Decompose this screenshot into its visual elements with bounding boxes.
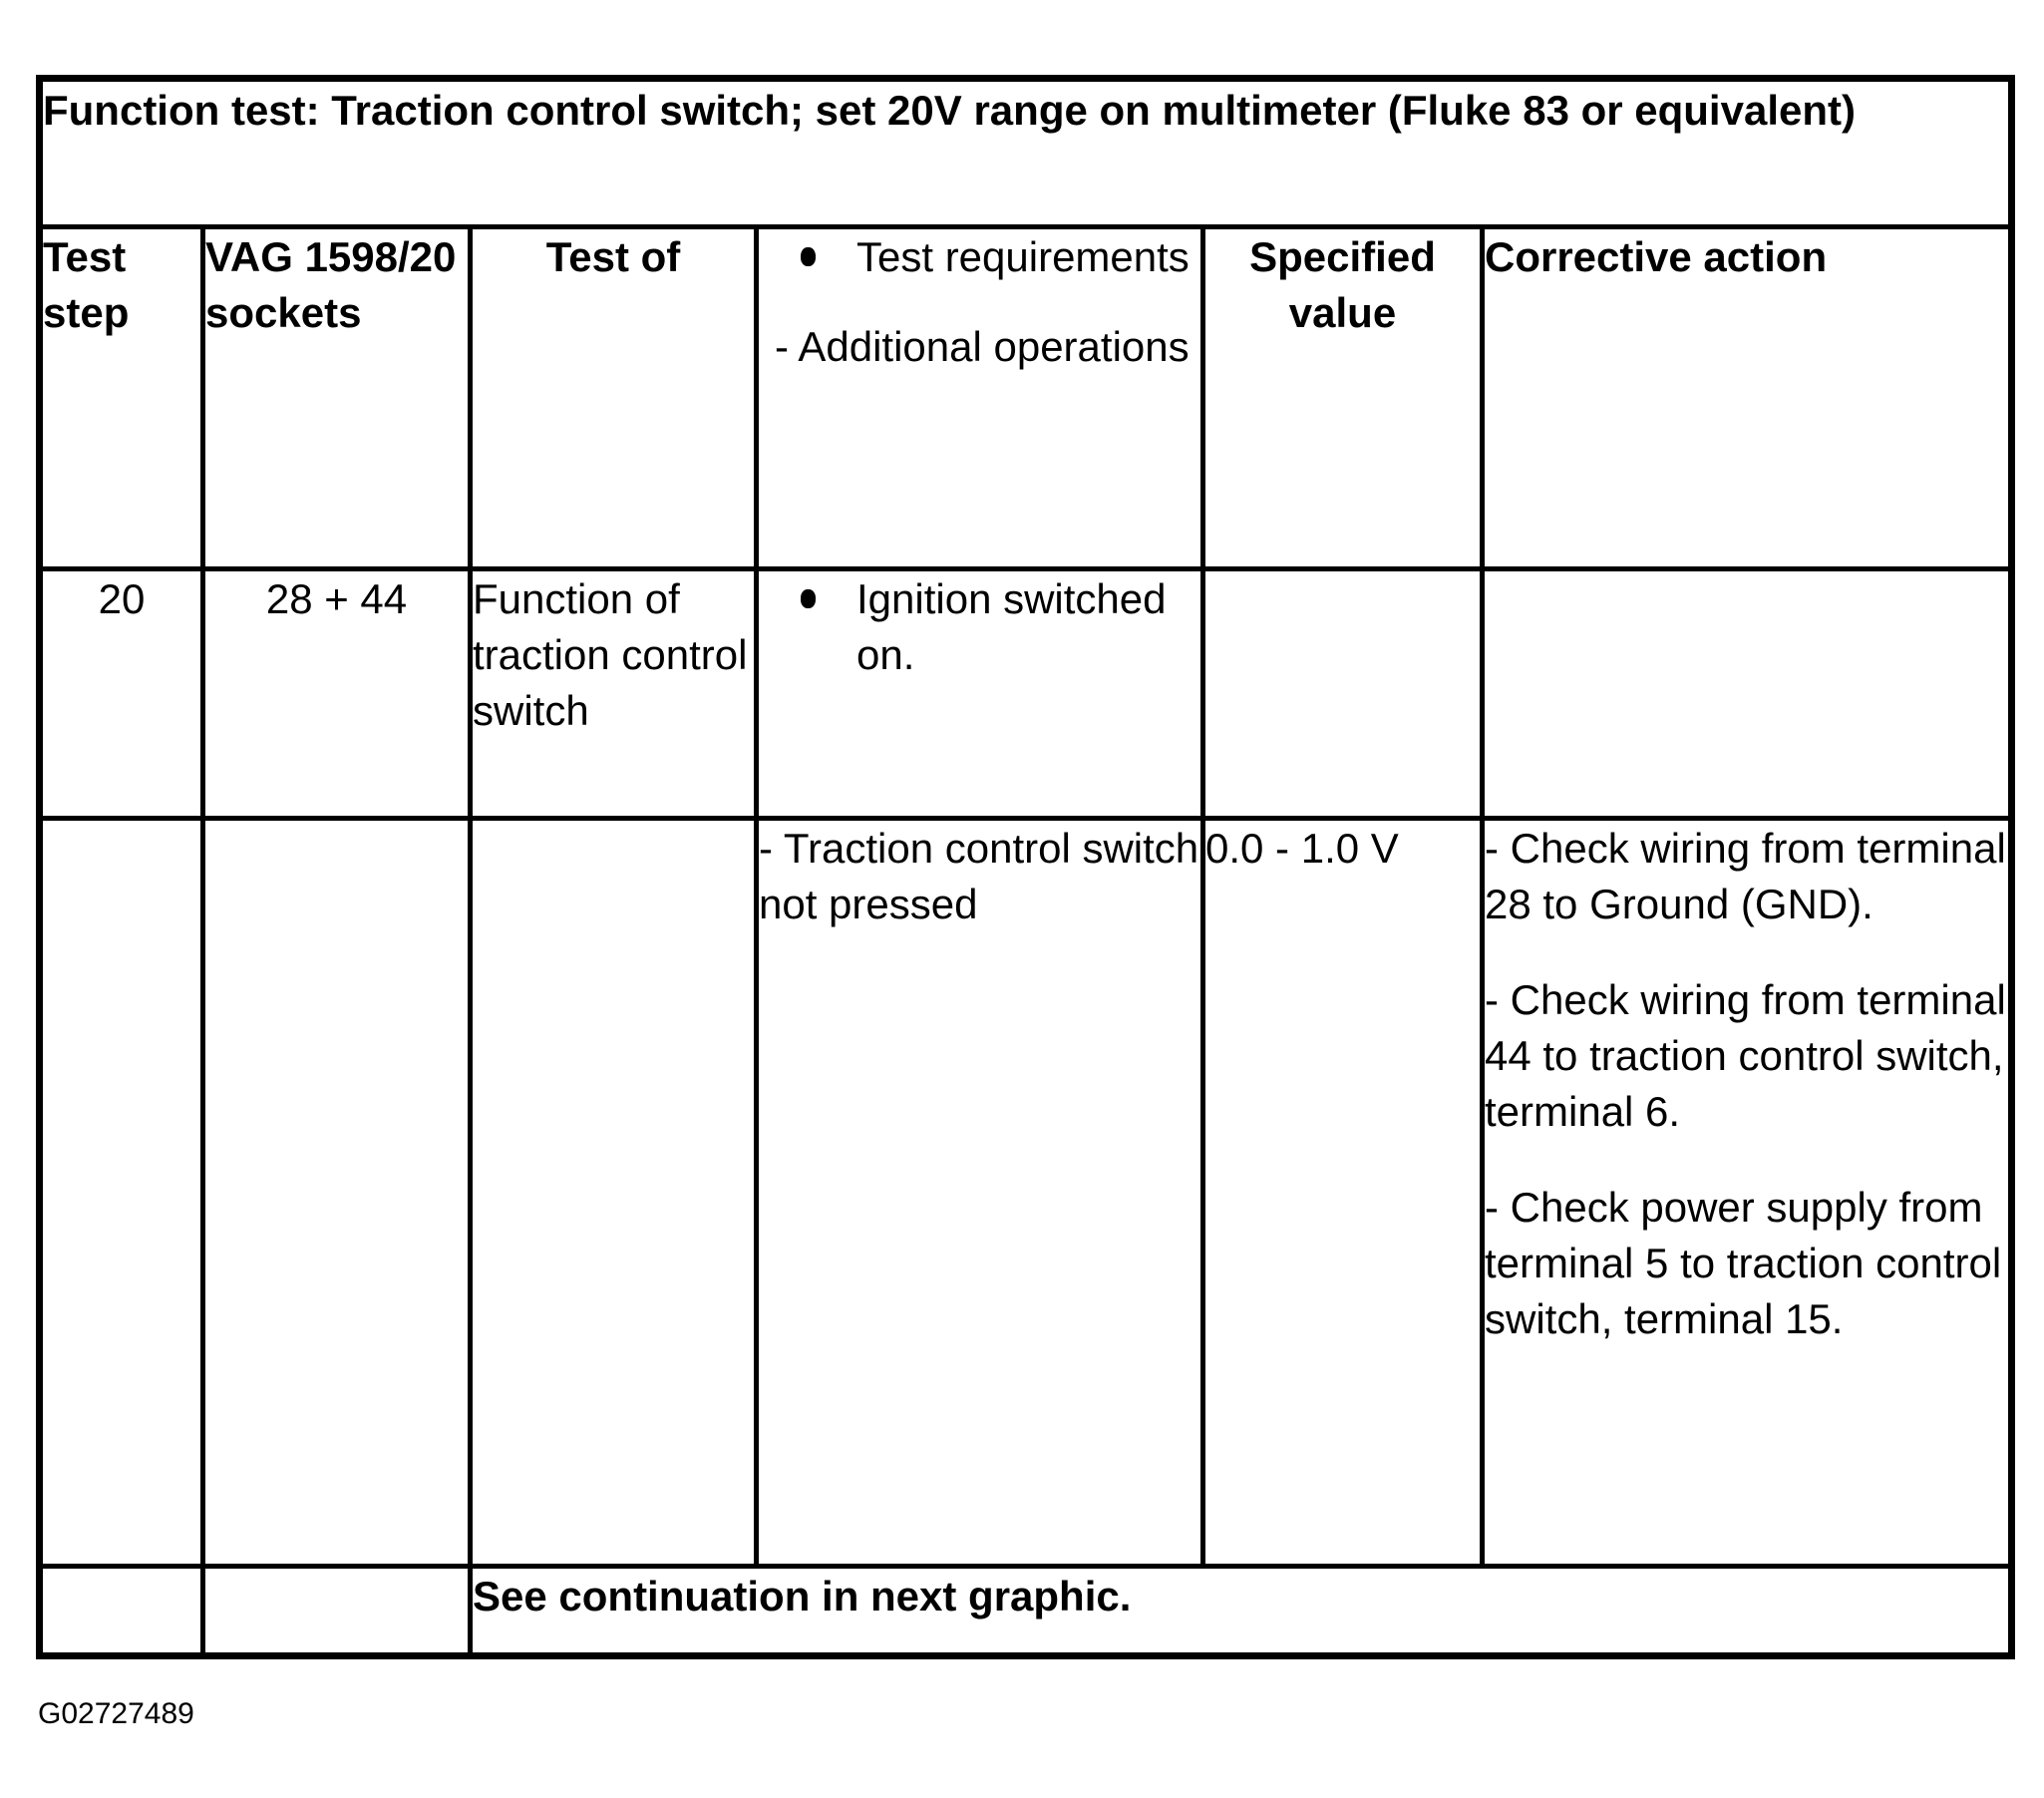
cell-footer-sockets-empty (200, 1564, 473, 1658)
ignition-bullet-item: Ignition switched on. (762, 574, 1198, 684)
bullet-icon (801, 247, 816, 266)
footer-row: See continuation in next graphic. (37, 1564, 2015, 1658)
bullet-icon (801, 589, 816, 608)
requirements-bullet-item: Test requirements (762, 232, 1198, 286)
cell-corrective-actions: - Check wiring from terminal 28 to Groun… (1479, 816, 2015, 1569)
function-test-table: Function test: Traction control switch; … (36, 75, 2016, 1659)
cell-sockets-empty (200, 816, 473, 1569)
continuation-note: See continuation in next graphic. (467, 1564, 2015, 1658)
col-header-test-of: Test of (468, 224, 759, 571)
cell-test-requirement: Ignition switched on. (754, 566, 1205, 821)
corrective-action-item: - Check power supply from terminal 5 to … (1485, 1184, 2002, 1342)
cell-test-step: 20 (37, 566, 205, 821)
additional-operations-label: - Additional operations (775, 323, 1190, 370)
title-row: Function test: Traction control switch; … (36, 76, 2015, 229)
requirements-bullet-label: Test requirements (856, 233, 1190, 280)
cell-test-of: Function of traction control switch (468, 566, 759, 821)
ignition-requirement-label: Ignition switched on. (856, 575, 1167, 678)
corrective-action-item: - Check wiring from terminal 28 to Groun… (1485, 825, 2006, 927)
col-header-test-step: Test step (37, 224, 205, 571)
cell-footer-step-empty (37, 1564, 205, 1658)
col-header-corrective-action: Corrective action (1479, 224, 2015, 571)
figure-id-label: G02727489 (38, 1697, 194, 1730)
cell-switch-not-pressed: - Traction control switch not pressed (754, 816, 1205, 1569)
col-header-sockets: VAG 1598/20 sockets (200, 224, 473, 571)
col-header-specified-value: Specified value (1200, 224, 1485, 571)
cell-sockets: 28 + 44 (200, 566, 473, 821)
cell-corrective-action-empty (1479, 566, 2015, 821)
table-title: Function test: Traction control switch; … (36, 76, 2015, 229)
cell-test-of-empty (468, 816, 759, 1569)
header-row: Test step VAG 1598/20 sockets Test of Te… (37, 224, 2015, 571)
cell-specified-value-empty (1200, 566, 1485, 821)
cell-specified-value: 0.0 - 1.0 V (1200, 816, 1485, 1569)
table-row: - Traction control switch not pressed 0.… (37, 816, 2015, 1569)
corrective-action-item: - Check wiring from terminal 44 to tract… (1485, 976, 2006, 1135)
cell-test-step-empty (37, 816, 205, 1569)
table-row: 20 28 + 44 Function of traction control … (37, 566, 2015, 821)
col-header-requirements: Test requirements - Additional operation… (754, 224, 1205, 571)
